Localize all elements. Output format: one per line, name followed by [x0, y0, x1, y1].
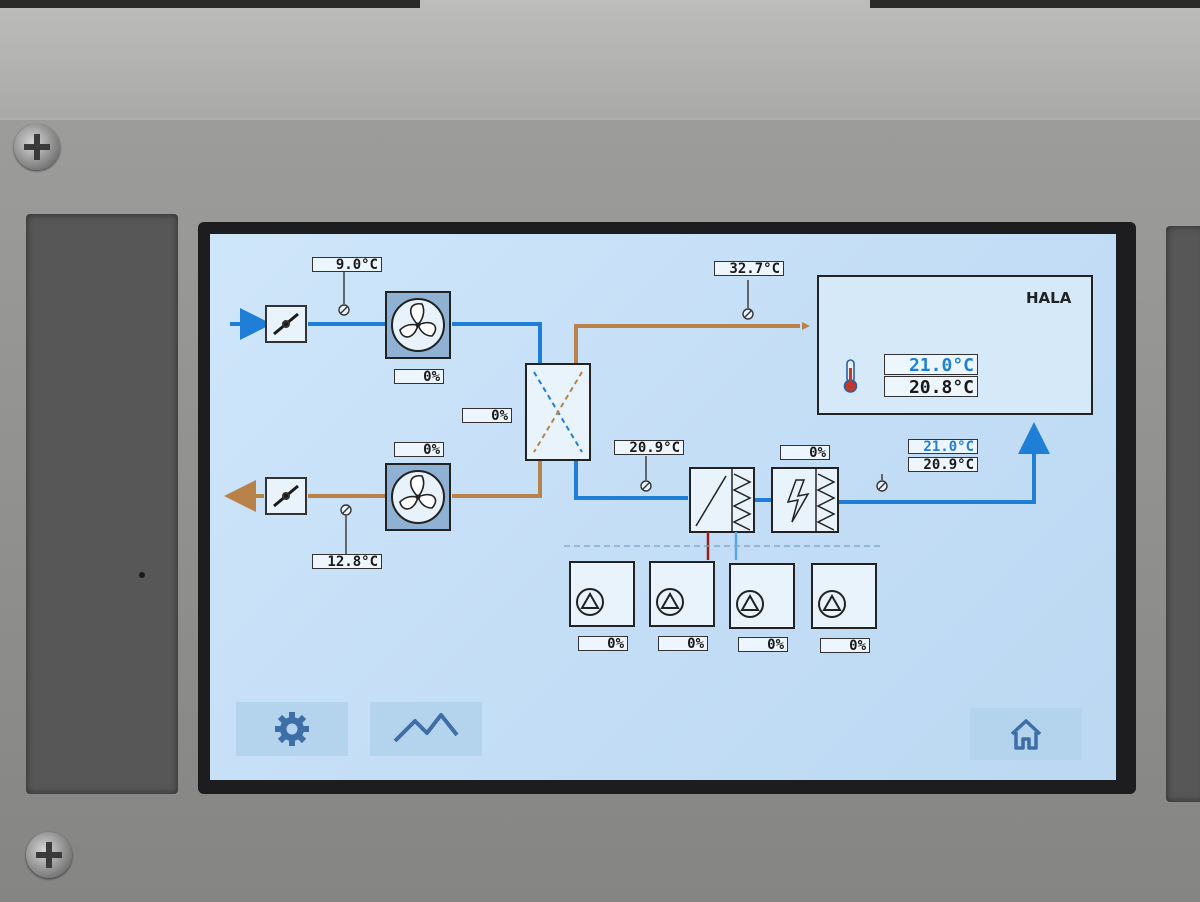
exhaust-air-duct — [224, 324, 800, 512]
room-temp-value: 20.8°C — [884, 376, 978, 398]
pump-2-percent: 0% — [658, 636, 708, 652]
supply-fan-button[interactable] — [386, 292, 450, 358]
sensor-icons — [338, 272, 888, 556]
pump-4-button[interactable] — [812, 564, 876, 628]
room-setpoint-value[interactable]: 21.0°C — [884, 354, 978, 376]
trends-button[interactable] — [370, 702, 482, 756]
exhaust-damper — [265, 477, 307, 515]
gear-icon — [275, 712, 309, 746]
outdoor-damper — [265, 305, 307, 343]
supply-setpoint-value[interactable]: 21.0°C — [908, 439, 978, 455]
supply-air-duct — [230, 308, 1050, 504]
exhaust-damper-button[interactable] — [266, 478, 306, 514]
pump-2-button[interactable] — [650, 562, 714, 626]
supply-temp-value: 20.9°C — [908, 457, 978, 473]
after-recovery-temp-value: 20.9°C — [614, 440, 684, 456]
hmi-screen: 9.0°C 0% 0% 0% 12.8°C 32.7°C 20.9°C 0% 2… — [210, 234, 1116, 780]
electric-heater-percent: 0% — [780, 445, 830, 461]
heat-exchanger-button[interactable] — [526, 364, 590, 460]
water-coil — [689, 467, 755, 533]
home-icon — [1010, 719, 1042, 750]
return-temp-value: 32.7°C — [714, 261, 784, 277]
exhaust-fan-percent: 0% — [394, 442, 444, 458]
recovery-percent: 0% — [462, 408, 512, 424]
supply-fan-percent: 0% — [394, 369, 444, 385]
outdoor-damper-button[interactable] — [266, 306, 306, 342]
ahu-schematic — [224, 272, 1093, 629]
panel-led — [139, 572, 145, 578]
room-name: HALA — [1026, 289, 1072, 307]
pump-3-percent: 0% — [738, 637, 788, 653]
screw-icon — [14, 124, 60, 170]
heat-exchanger — [525, 363, 591, 461]
cabinet-top — [0, 0, 1200, 118]
home-button[interactable] — [970, 708, 1082, 760]
pump-4-percent: 0% — [820, 638, 870, 654]
trend-chart-icon — [393, 713, 459, 743]
electric-heater-button[interactable] — [772, 468, 838, 532]
pump-1-button[interactable] — [570, 562, 634, 626]
electric-heater — [771, 467, 839, 533]
pump-icons — [576, 588, 846, 618]
thermometer-icon — [843, 359, 858, 393]
right-side-panel — [1166, 226, 1200, 802]
exhaust-fan — [385, 463, 451, 531]
outdoor-temp-value: 9.0°C — [312, 257, 382, 273]
water-coil-button[interactable] — [690, 468, 754, 532]
pump-1-percent: 0% — [578, 636, 628, 652]
cabinet-edge — [0, 0, 420, 8]
pump-3-button[interactable] — [730, 564, 794, 628]
exhaust-temp-value: 12.8°C — [312, 554, 382, 570]
supply-fan — [385, 291, 451, 359]
screw-icon — [26, 832, 72, 878]
cabinet-edge — [870, 0, 1200, 8]
left-side-panel — [26, 214, 178, 794]
settings-button[interactable] — [236, 702, 348, 756]
exhaust-fan-button[interactable] — [386, 464, 450, 530]
exhaust-arrow-icon — [802, 322, 810, 330]
